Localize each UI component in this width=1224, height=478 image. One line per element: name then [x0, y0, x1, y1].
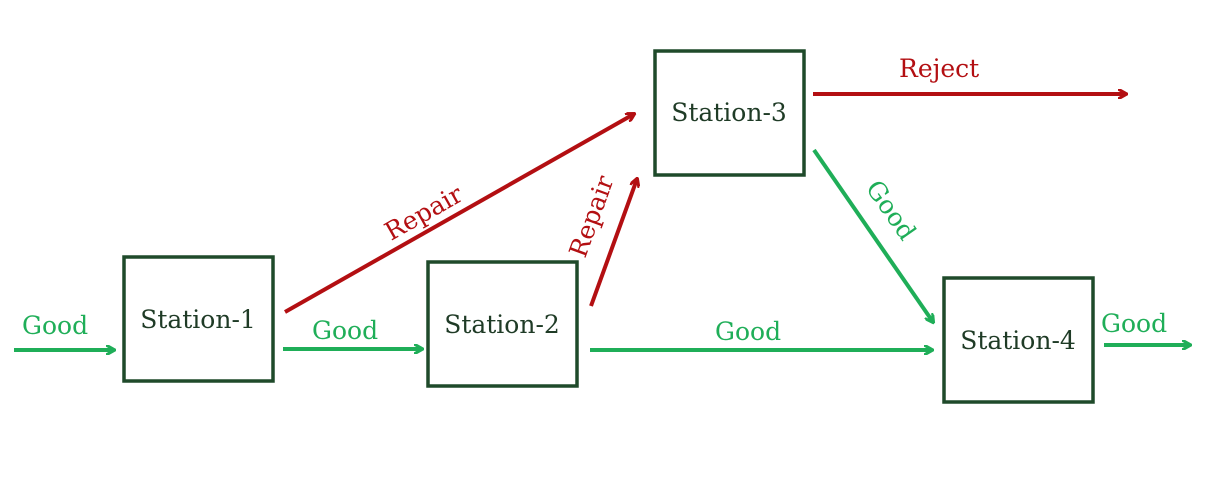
s1-to-s3-repair-label: Repair	[380, 179, 468, 246]
s3-reject-label: Reject	[899, 54, 979, 83]
station-1-label: Station-1	[140, 305, 256, 334]
station-4-box	[942, 276, 1095, 404]
station-3-box	[653, 49, 806, 177]
input-good-label: Good	[22, 311, 88, 340]
output-good-label: Good	[1101, 309, 1167, 338]
s1-to-s3-repair-arrow	[284, 114, 634, 314]
station-3: Station-3	[653, 49, 806, 177]
s3-to-s4-good-label: Good	[860, 175, 922, 246]
station-2-box	[426, 260, 579, 388]
station-4-label: Station-4	[960, 326, 1076, 355]
flow-arrows	[14, 94, 1190, 350]
station-1-box	[122, 255, 275, 383]
station-4: Station-4	[942, 276, 1095, 404]
s2-to-s3-repair-arrow	[589, 179, 637, 307]
s2-to-s4-good-label: Good	[715, 317, 781, 346]
s1-to-s2-good-label: Good	[312, 316, 378, 345]
station-3-label: Station-3	[671, 98, 787, 127]
s3-to-s4-good-arrow	[812, 148, 933, 322]
station-1: Station-1	[122, 255, 275, 383]
station-2: Station-2	[426, 260, 579, 388]
station-2-label: Station-2	[444, 310, 560, 339]
